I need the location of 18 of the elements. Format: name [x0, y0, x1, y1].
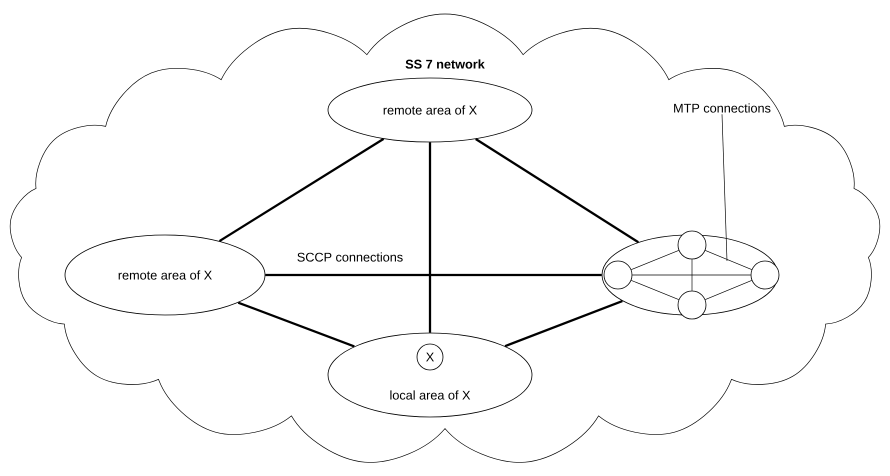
connection-line: [475, 138, 639, 244]
connection-line: [265, 274, 602, 276]
connection-line: [631, 250, 679, 270]
connection-line: [705, 280, 752, 300]
connection-line: [705, 250, 752, 270]
connection-line: [504, 300, 623, 348]
connection-line: [631, 280, 679, 300]
connection-line: [632, 274, 751, 276]
leader-line: [722, 114, 728, 262]
circle: [678, 290, 706, 320]
circle: [750, 260, 780, 290]
edge-label: SCCP connections: [296, 251, 404, 263]
connection-label: MTP connections: [672, 102, 772, 114]
connection-line: [428, 142, 432, 333]
circle: [678, 230, 706, 260]
connection-line: [218, 138, 384, 242]
circle: [604, 260, 632, 290]
connection-line: [238, 302, 355, 348]
